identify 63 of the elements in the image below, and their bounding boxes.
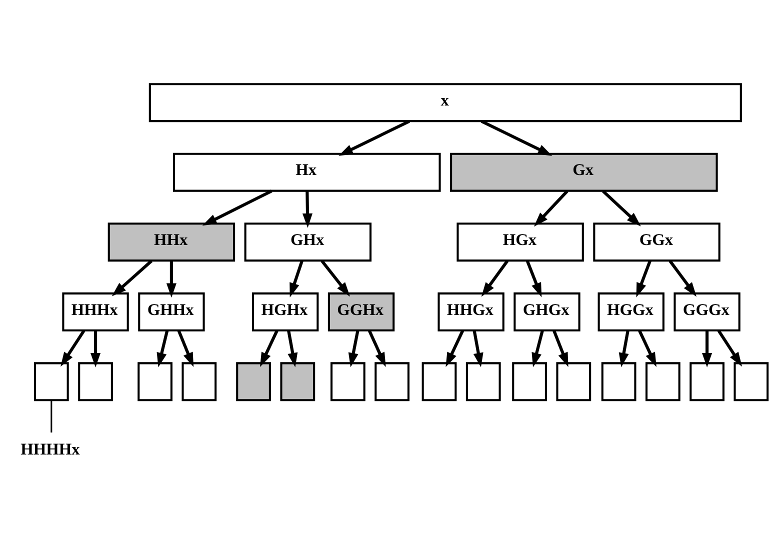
node-box: GHGx [514, 292, 580, 331]
arrow [446, 330, 464, 366]
node-box: Hx [173, 152, 441, 192]
node-box [422, 362, 457, 401]
arrow [618, 330, 630, 367]
node-box [374, 362, 410, 401]
arrow [348, 330, 360, 367]
node-text: HHHHx [20, 438, 80, 458]
arrow [338, 119, 410, 156]
arrow [638, 330, 656, 366]
node-box: HGx [456, 222, 584, 262]
arrow [534, 190, 568, 226]
node-box [645, 362, 680, 401]
node-box [330, 362, 366, 401]
node-box [78, 362, 113, 401]
arrow [668, 260, 697, 296]
arrow [320, 259, 350, 296]
arrow [156, 330, 169, 367]
arrow [302, 190, 313, 228]
arrow [287, 330, 298, 367]
arrow [177, 330, 194, 367]
arrow [480, 119, 552, 156]
node-box: HHx [108, 222, 236, 262]
node-box [466, 362, 501, 401]
node-box [690, 362, 724, 401]
arrow [90, 330, 101, 367]
node-box: HHHx [62, 292, 129, 331]
node-box: GHHx [138, 292, 205, 331]
node-box: HHGx [438, 292, 504, 331]
node-box [280, 362, 316, 401]
arrow [202, 189, 272, 226]
arrow [552, 330, 568, 367]
arrow [112, 259, 153, 296]
node-box [34, 362, 69, 401]
arrow [290, 260, 304, 297]
node-box: HGHx [252, 292, 319, 331]
node-box [734, 362, 769, 401]
node-box [556, 362, 592, 401]
arrow [368, 330, 386, 366]
node-box: x [148, 82, 742, 122]
node-box: GGGx [674, 292, 740, 331]
node-box: Gx [450, 152, 718, 192]
arrow [472, 330, 484, 367]
arrow [636, 260, 652, 297]
arrow [602, 190, 641, 226]
node-box [512, 362, 547, 401]
arrow [260, 330, 278, 366]
node-box [182, 362, 217, 401]
arrow [60, 329, 86, 366]
node-box: GGHx [328, 292, 395, 331]
arrow [532, 330, 544, 367]
node-box: GGx [593, 222, 720, 262]
node-box: GHx [244, 222, 372, 262]
node-box: HGGx [598, 292, 664, 331]
connector [50, 400, 52, 432]
arrow [481, 260, 509, 296]
arrow [717, 329, 742, 366]
node-box [236, 362, 271, 401]
node-box [138, 362, 172, 401]
arrow [166, 260, 176, 298]
node-box [601, 362, 636, 401]
arrow [702, 330, 712, 367]
arrow [526, 260, 542, 297]
